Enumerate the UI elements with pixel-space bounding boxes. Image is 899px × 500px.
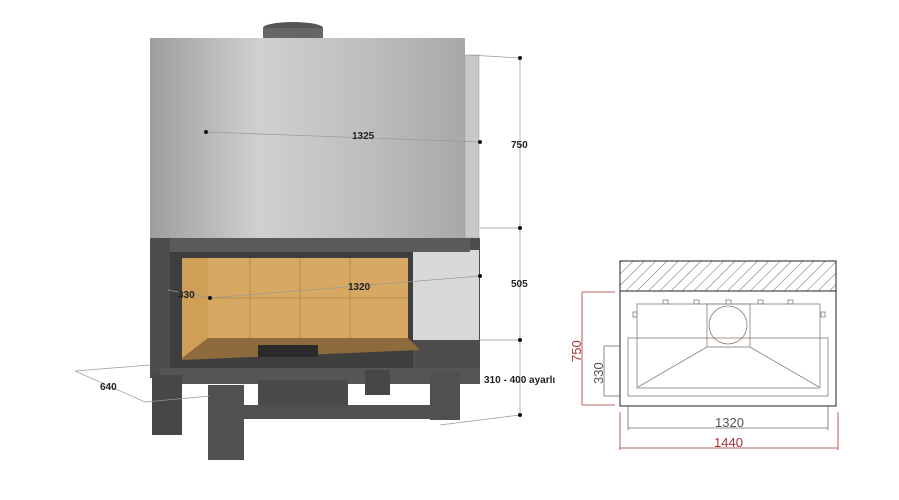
- outer-body: [619, 290, 837, 407]
- firebox-height-label: 505: [511, 279, 528, 290]
- chimney-collar-body: [263, 28, 323, 40]
- hatched-top: [619, 260, 837, 292]
- firebox-depth-label: 330: [178, 290, 195, 301]
- leg-height-label: 310 - 400 ayarlı: [484, 375, 555, 386]
- red-dimension-lines: [581, 291, 839, 450]
- leg-mid: [365, 370, 390, 395]
- firebox-width-label: 1320: [348, 282, 371, 293]
- leg-crossbar: [244, 405, 434, 419]
- width-label: 1325: [352, 131, 375, 142]
- leg-right: [430, 372, 460, 420]
- front-opening-height-label: 330: [591, 362, 606, 384]
- front-outer-width-label: 1440: [714, 435, 743, 450]
- top-lintel: [170, 238, 470, 252]
- base-rail: [160, 368, 480, 384]
- hood-panel: [150, 38, 465, 238]
- hood-side: [464, 54, 480, 239]
- front-view-drawing: 750 330 1320 1440: [569, 260, 839, 450]
- depth-label: 640: [100, 382, 117, 393]
- gray-dimension-lines: [603, 345, 829, 430]
- grate: [258, 345, 318, 357]
- leg-back-left: [152, 375, 182, 435]
- inner-outline: [627, 299, 829, 397]
- hood-height-label: 750: [511, 140, 528, 151]
- front-inner-width-label: 1320: [715, 415, 744, 430]
- leg-front-left: [208, 385, 244, 460]
- dimension-points: [204, 56, 522, 417]
- front-height-label: 750: [569, 340, 584, 362]
- ash-box: [258, 380, 348, 405]
- fireplace-3d: 1325 750 505 330 1320 640 310 - 400 ayar…: [74, 22, 555, 460]
- firebox-right-glass: [413, 250, 479, 340]
- dimension-lines: [74, 54, 521, 426]
